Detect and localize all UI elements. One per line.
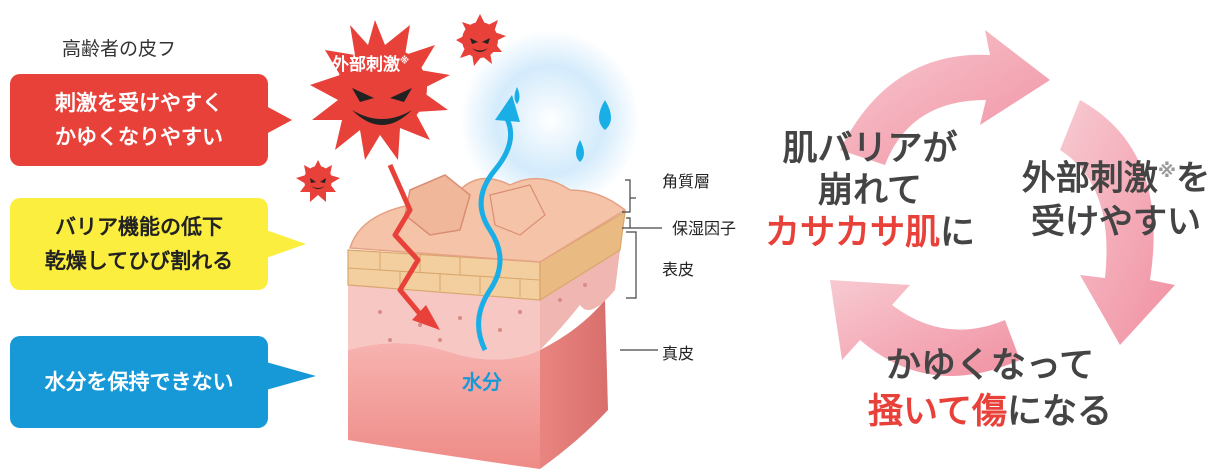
callout-moisture-line1: 水分を保持できない	[44, 370, 234, 394]
water-glow	[460, 30, 640, 210]
cycle-right-line2: 受けやすい	[1031, 202, 1201, 243]
layer-brackets	[620, 179, 662, 351]
corneum-flake-2	[489, 184, 546, 236]
brick-layer-side	[539, 210, 626, 302]
cycle-right-note: ※	[1157, 161, 1177, 182]
callout-barrier: バリア機能の低下 乾燥してひび割れる	[10, 198, 268, 290]
callout-irritation-tail	[266, 106, 292, 134]
cycle-left-line3: カサカサ肌に	[760, 212, 980, 254]
skin-cross-section-diagram	[296, 14, 662, 469]
cycle-arrow-right	[1060, 100, 1175, 345]
stimulus-arrowhead	[412, 305, 440, 330]
water-drop-2	[599, 100, 611, 130]
cycle-text-bottom: かゆくなって 掻いて傷になる	[850, 343, 1130, 435]
epidermis-front	[348, 285, 540, 360]
cycle-bottom-red2: 傷	[971, 392, 1007, 432]
cycle-bottom-red1: 掻いて	[868, 392, 972, 432]
callout-irritation: 刺激を受けやすく かゆくなりやすい	[10, 74, 268, 166]
water-label: 水分	[462, 370, 502, 394]
callout-irritation-line2: かゆくなりやすい	[55, 125, 223, 149]
cycle-arrow-bottom	[830, 280, 1020, 376]
dermis-front	[348, 342, 540, 469]
label-dermis: 真皮	[662, 344, 695, 363]
water-drop-1	[514, 87, 520, 104]
cycle-bottom-tail: になる	[1006, 392, 1112, 432]
cycle-left-line2: 崩れて	[818, 171, 922, 211]
cycle-arrow-top	[840, 30, 1050, 165]
water-arrow	[476, 113, 514, 352]
virus-small-top	[456, 14, 506, 66]
cycle-right-b: を	[1176, 158, 1211, 199]
callout-barrier-line1: バリア機能の低下	[55, 215, 223, 239]
label-moisturizing-factor: 保湿因子	[672, 219, 737, 238]
virus-small-left	[296, 160, 340, 202]
cycle-bottom-line2: 掻いて傷になる	[850, 389, 1130, 435]
callout-irritation-line1: 刺激を受けやすく	[55, 91, 223, 115]
callout-moisture-tail	[266, 362, 316, 390]
skin-title: 高齢者の皮フ	[62, 38, 177, 60]
epidermis-side	[540, 250, 620, 350]
cycle-text-right: 外部刺激※を 受けやすい	[1005, 150, 1227, 244]
virus-big	[310, 20, 450, 160]
dermis-side	[540, 300, 608, 469]
virus-label-text: 外部刺激	[332, 55, 400, 75]
cycle-right-a: 外部刺激	[1021, 158, 1158, 199]
cycle-bottom-line1: かゆくなって	[885, 346, 1095, 386]
label-epidermis: 表皮	[662, 260, 695, 279]
callout-barrier-tail	[266, 230, 306, 258]
callout-barrier-line2: 乾燥してひび割れる	[44, 249, 234, 273]
virus-label: 外部刺激※	[332, 50, 409, 75]
callout-moisture: 水分を保持できない	[10, 336, 268, 428]
cycle-arrows	[830, 30, 1175, 376]
cycle-left-red: カサカサ肌	[764, 213, 940, 253]
cycle-left-tail: に	[940, 213, 976, 253]
water-arrowhead	[495, 95, 520, 122]
cycle-left-line1: 肌バリアが	[782, 129, 958, 169]
epidermis-dots	[378, 283, 587, 342]
cycle-text-left: 肌バリアが 崩れて カサカサ肌に	[760, 128, 980, 254]
cycle-right-line1: 外部刺激※を	[1005, 150, 1227, 200]
label-stratum-corneum: 角質層	[662, 172, 711, 191]
water-drop-3	[576, 140, 584, 162]
stimulus-arrow	[387, 163, 427, 322]
virus-note-mark: ※	[400, 55, 410, 67]
